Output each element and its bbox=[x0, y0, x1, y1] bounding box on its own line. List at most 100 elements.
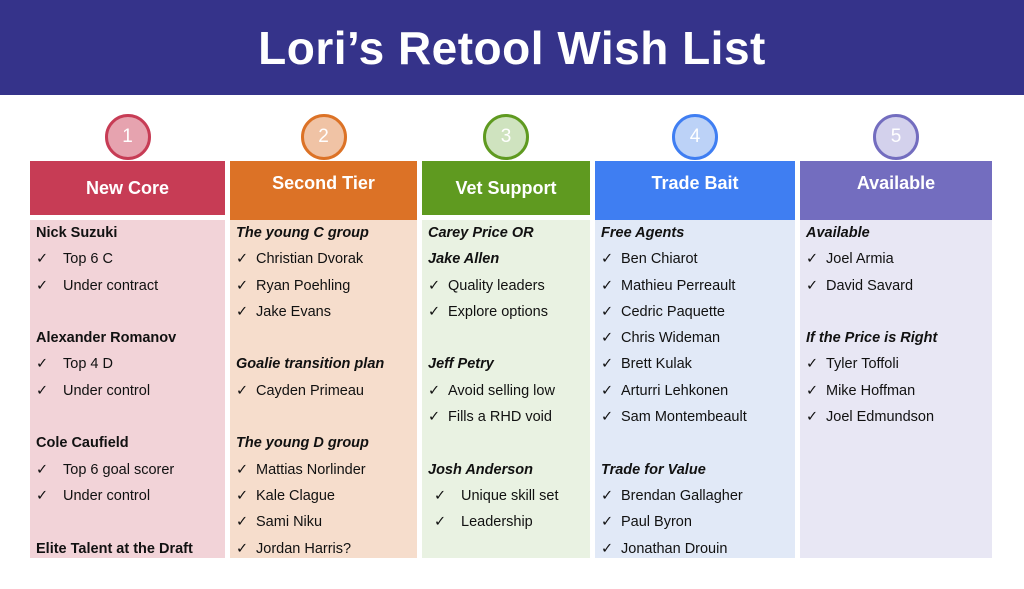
checkmark-icon: ✓ bbox=[601, 303, 614, 320]
group-heading: Carey Price OR bbox=[422, 220, 590, 246]
item-text: Free Agents bbox=[601, 225, 685, 241]
column-body: Carey Price OR Jake Allen ✓Quality leaders… bbox=[422, 220, 590, 558]
column-header-label: Trade Bait bbox=[651, 173, 739, 193]
checkmark-icon: ✓ bbox=[36, 461, 49, 478]
list-item: ✓ Tyler Toffoli bbox=[800, 351, 992, 377]
spacer bbox=[422, 430, 590, 456]
column-header: Trade Bait bbox=[595, 161, 795, 227]
item-text: Jonathan Drouin bbox=[621, 540, 728, 557]
group-heading: The young D group bbox=[230, 430, 417, 456]
item-text: Jeff Petry bbox=[428, 356, 494, 373]
item-text: Leadership bbox=[461, 514, 533, 531]
item-text: Joel Armia bbox=[826, 251, 894, 268]
checkmark-icon: ✓ bbox=[806, 382, 819, 399]
list-item: ✓Under contract bbox=[30, 273, 225, 299]
item-text: Sami Niku bbox=[256, 514, 323, 531]
column-header: Available bbox=[800, 161, 992, 227]
list-item: ✓Jordan Harris? bbox=[230, 536, 417, 562]
step-number-circle: 3 bbox=[483, 114, 529, 160]
item-text: Carey Price OR bbox=[428, 225, 534, 241]
checkmark-icon: ✓ bbox=[428, 382, 441, 399]
item-text: Alexander Romanov bbox=[36, 330, 177, 347]
spacer bbox=[30, 299, 225, 325]
group-heading: Josh Anderson bbox=[422, 457, 590, 483]
checkmark-icon: ✓ bbox=[236, 514, 249, 531]
list-item: ✓ Under control bbox=[30, 378, 225, 404]
list-item: ✓ Top 4 D bbox=[30, 351, 225, 377]
step-number-circle: 2 bbox=[300, 114, 347, 160]
checkmark-icon: ✓ bbox=[236, 461, 249, 478]
group-heading: The young C group bbox=[230, 220, 417, 246]
list-item: ✓Joel Armia bbox=[800, 246, 992, 272]
list-item: ✓Cedric Paquette bbox=[595, 299, 795, 325]
spacer bbox=[230, 325, 417, 351]
checkmark-icon: ✓ bbox=[434, 514, 447, 531]
item-text: Top 4 D bbox=[63, 356, 113, 373]
item-text: Mathieu Perreault bbox=[621, 277, 736, 294]
item-text: Ryan Poehling bbox=[256, 277, 351, 294]
item-text: Fills a RHD void bbox=[448, 409, 552, 426]
item-text: Mike Hoffman bbox=[826, 382, 916, 399]
item-text: Paul Byron bbox=[621, 514, 692, 531]
group-heading: Cole Caufield bbox=[30, 430, 225, 456]
item-text: Jake Evans bbox=[256, 303, 331, 320]
group-heading: Alexander Romanov bbox=[30, 325, 225, 351]
list-item: ✓Paul Byron bbox=[595, 509, 795, 535]
item-text: Top 6 goal scorer bbox=[63, 461, 175, 478]
column-body: The young C group✓Christian Dvorak✓Ryan … bbox=[230, 220, 417, 558]
list-item: ✓ Mattias Norlinder bbox=[230, 457, 417, 483]
list-item: ✓David Savard bbox=[800, 273, 992, 299]
checkmark-icon: ✓ bbox=[601, 277, 614, 294]
item-text: Arturri Lehkonen bbox=[621, 382, 729, 399]
column-header-label: Second Tier bbox=[272, 173, 375, 193]
list-item: ✓Quality leaders bbox=[422, 273, 590, 299]
item-text: Elite Talent at the Draft bbox=[36, 540, 193, 557]
spacer bbox=[230, 404, 417, 430]
checkmark-icon: ✓ bbox=[806, 356, 819, 373]
item-text: Kale Clague bbox=[256, 487, 335, 504]
checkmark-icon: ✓ bbox=[236, 277, 249, 294]
item-text: Top 6 C bbox=[63, 251, 113, 268]
list-item: ✓Sam Montembeault bbox=[595, 404, 795, 430]
item-text: Tyler Toffoli bbox=[826, 356, 899, 373]
column-header: Vet Support bbox=[422, 161, 590, 215]
item-text: Jordan Harris? bbox=[256, 540, 352, 557]
checkmark-icon: ✓ bbox=[36, 356, 49, 373]
item-text: Under control bbox=[63, 487, 151, 504]
group-heading: Jeff Petry bbox=[422, 351, 590, 377]
checkmark-icon: ✓ bbox=[428, 277, 441, 294]
step-number-circle: 1 bbox=[104, 114, 151, 160]
checkmark-icon: ✓ bbox=[601, 330, 614, 347]
group-heading: Goalie transition plan bbox=[230, 351, 417, 377]
item-text: Mattias Norlinder bbox=[256, 461, 366, 478]
item-text: Under control bbox=[63, 382, 151, 399]
item-text: Avoid selling low bbox=[448, 382, 555, 399]
group-heading: Jake Allen bbox=[422, 246, 590, 272]
group-heading: Nick Suzuki bbox=[30, 220, 225, 246]
list-item: ✓ Top 6 goal scorer bbox=[30, 457, 225, 483]
spacer bbox=[422, 325, 590, 351]
item-text: Ben Chiarot bbox=[621, 251, 698, 268]
checkmark-icon: ✓ bbox=[36, 251, 49, 268]
checkmark-icon: ✓ bbox=[601, 382, 614, 399]
item-text: Jake Allen bbox=[428, 251, 500, 268]
checkmark-icon: ✓ bbox=[601, 487, 614, 504]
item-text: Available bbox=[806, 225, 870, 241]
list-item: ✓ Mathieu Perreault bbox=[595, 273, 795, 299]
list-item: ✓ Under control bbox=[30, 483, 225, 509]
item-text: Trade for Value bbox=[601, 461, 706, 478]
step-number-circle: 5 bbox=[873, 114, 919, 160]
checkmark-icon: ✓ bbox=[434, 487, 447, 504]
list-item: ✓Brendan Gallagher bbox=[595, 483, 795, 509]
item-text: Nick Suzuki bbox=[36, 225, 118, 241]
list-item: ✓Cayden Primeau bbox=[230, 378, 417, 404]
list-item: ✓ Avoid selling low bbox=[422, 378, 590, 404]
checkmark-icon: ✓ bbox=[36, 382, 49, 399]
checkmark-icon: ✓ bbox=[428, 303, 441, 320]
list-item: ✓Fills a RHD void bbox=[422, 404, 590, 430]
checkmark-icon: ✓ bbox=[36, 487, 49, 504]
spacer bbox=[800, 299, 992, 325]
checkmark-icon: ✓ bbox=[601, 409, 614, 426]
